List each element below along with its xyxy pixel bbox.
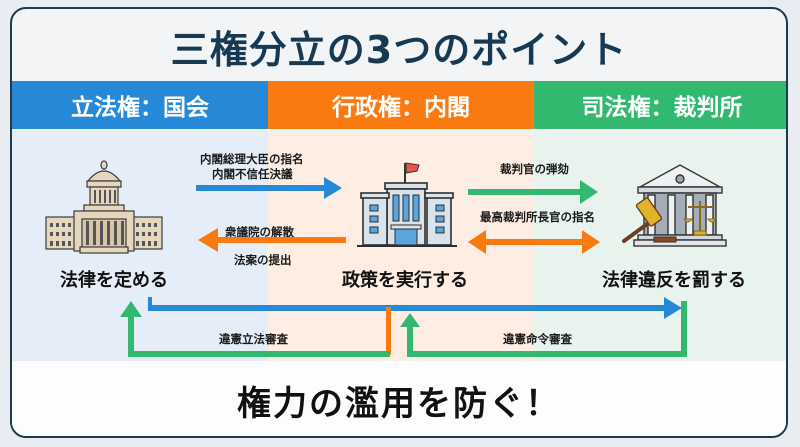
footer-slogan: 権力の濫用を防ぐ！ xyxy=(12,361,786,436)
parliament-building-icon xyxy=(45,160,163,254)
courthouse-gavel-scales-icon xyxy=(622,164,727,247)
judicial-role-label: 法律違反を罰する xyxy=(602,270,746,291)
infographic-frame: 三権分立の3つのポイント 立法権：国会 行政権：内閣 司法権：裁判所 xyxy=(10,7,788,438)
arrows-layer xyxy=(120,177,687,357)
judicial-review-orders-label: 違憲命令審査 xyxy=(503,332,572,346)
executive-header: 行政権：内閣 xyxy=(268,81,534,129)
pm-nomination-label: 内閣総理大臣の指名 xyxy=(200,152,304,166)
dissolution-label: 衆議院の解散 xyxy=(225,225,294,239)
government-office-building-icon xyxy=(357,162,457,247)
legislative-header: 立法権：国会 xyxy=(12,81,268,129)
chief-justice-nomination-label: 最高裁判所長官の指名 xyxy=(480,210,595,224)
legislative-role-label: 法律を定める xyxy=(60,270,168,291)
impeachment-label: 裁判官の弾劾 xyxy=(500,162,569,176)
judicial-review-legislation-label: 違憲立法審査 xyxy=(219,332,288,346)
page-title: 三権分立の3つのポイント xyxy=(170,28,628,72)
no-confidence-label: 内閣不信任決議 xyxy=(212,167,293,181)
bill-submission-label: 法案の提出 xyxy=(234,253,292,267)
executive-role-label: 政策を実行する xyxy=(342,270,468,291)
judicial-header: 司法権：裁判所 xyxy=(534,81,786,129)
